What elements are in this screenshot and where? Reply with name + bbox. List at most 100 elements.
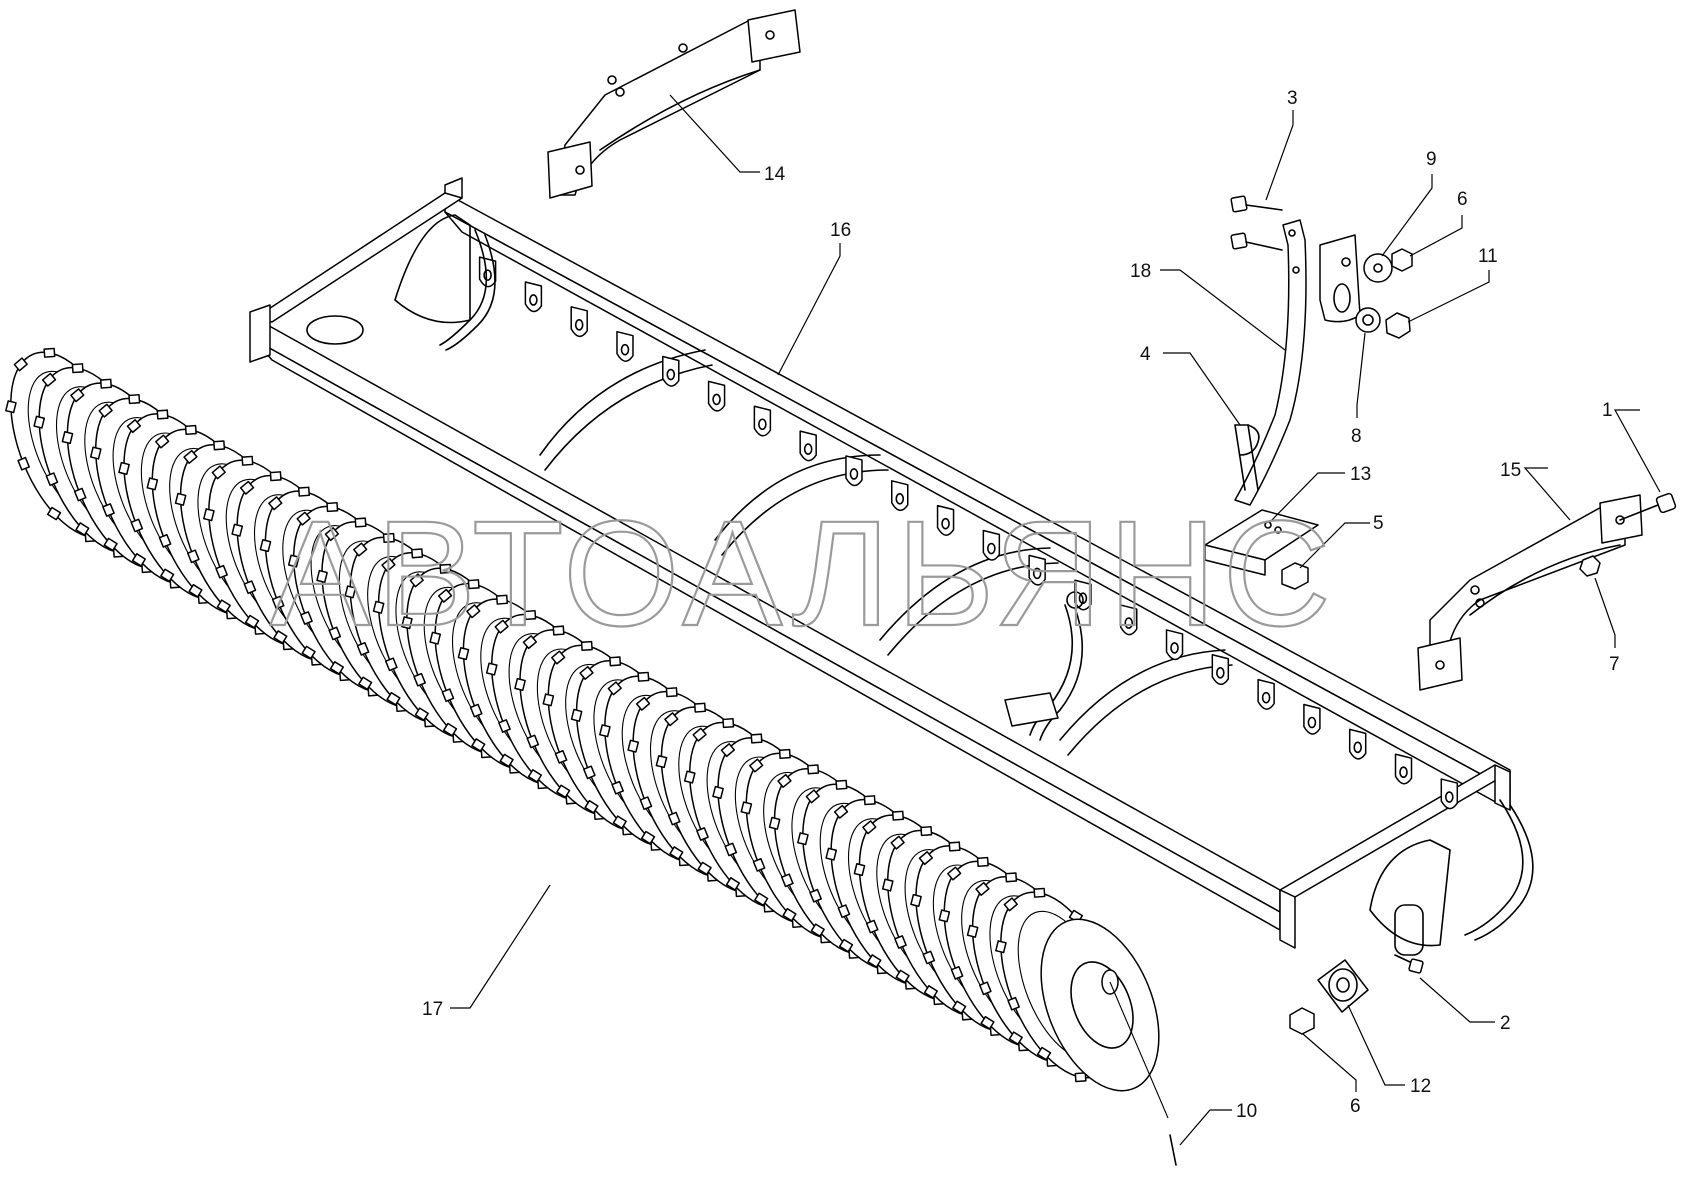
callout-10: 10	[1236, 1101, 1257, 1122]
callout-8: 8	[1351, 426, 1362, 447]
left-end-cap	[249, 304, 271, 363]
roller-tooth	[527, 769, 543, 783]
leader-15	[1523, 467, 1571, 521]
roller-tooth	[216, 599, 231, 613]
tine-bracket-hole	[1307, 716, 1317, 729]
roller-tooth	[353, 542, 368, 557]
roller-tooth	[244, 614, 260, 629]
roller-tooth	[754, 892, 769, 907]
roller-tooth	[5, 400, 17, 414]
bracket-15-hole	[1435, 660, 1445, 670]
leader-6a	[1409, 215, 1463, 257]
tine-bracket-row	[478, 256, 1459, 810]
callout-18: 18	[1130, 261, 1151, 282]
bracket-15-left-clamp	[1417, 637, 1463, 691]
leader-10	[1179, 1109, 1232, 1146]
roller-tooth	[466, 604, 481, 619]
roller-tooth	[838, 938, 854, 953]
mounting-bracket-14	[547, 9, 801, 199]
frame-brace	[879, 547, 1051, 641]
roller-tooth	[439, 563, 452, 574]
bolt-2-shank	[1394, 954, 1411, 963]
bracket-15-hole	[1470, 585, 1480, 595]
roller-tooth	[570, 708, 583, 722]
roller-tooth	[778, 748, 791, 760]
roller-tooth	[89, 446, 102, 460]
u-bolt-4-leg	[1234, 424, 1246, 491]
left-cross-beam	[254, 192, 463, 323]
roller-tooth	[467, 579, 480, 590]
roller-tooth	[551, 650, 566, 665]
roller-tooth	[833, 804, 849, 819]
roller-tooth	[611, 780, 624, 795]
roller-tooth	[664, 712, 679, 727]
tine-bracket-hole	[1444, 791, 1454, 803]
roller-tooth	[381, 557, 396, 572]
tine-bracket-hole	[574, 319, 584, 331]
tine-bracket-hole	[712, 393, 721, 406]
roller-tooth	[126, 419, 142, 434]
callout-5: 5	[1373, 513, 1384, 534]
roller-tooth	[70, 388, 85, 403]
tine-bracket-hole	[1216, 666, 1225, 679]
tine-bracket	[1440, 778, 1459, 810]
roller-tooth	[918, 851, 934, 866]
tine-bracket	[1119, 604, 1138, 636]
nut-6	[1391, 248, 1413, 272]
roller-tooth	[768, 816, 781, 830]
roller-tooth	[724, 842, 738, 857]
roller-tooth	[73, 487, 87, 502]
roller-tooth	[495, 594, 508, 605]
leader-6b	[1302, 1033, 1357, 1092]
roller-tooth	[411, 548, 424, 559]
roller-tooth	[213, 440, 226, 451]
roller-tooth	[301, 645, 316, 660]
roller-tooth	[300, 611, 313, 625]
tine-bracket-hole	[620, 343, 630, 356]
roller-tooth	[865, 919, 879, 934]
leader-11	[1407, 270, 1490, 323]
roller-tooth	[1036, 1046, 1052, 1061]
roller-tooth	[749, 758, 764, 773]
roller-tooth	[938, 909, 951, 923]
roller-tooth	[862, 820, 877, 835]
roller-tooth	[328, 626, 342, 641]
roller-tooth	[542, 693, 555, 707]
roller-tooth	[297, 486, 310, 497]
roller-tooth	[457, 647, 470, 661]
right-rear-cap	[1494, 764, 1511, 811]
roller-tooth	[522, 635, 538, 650]
leader-1	[1613, 409, 1661, 493]
roller-tooth	[356, 641, 370, 656]
roller-tooth	[752, 857, 766, 872]
roller-tooth	[725, 877, 741, 891]
frame-assembly	[249, 177, 1534, 956]
roller-tooth	[554, 749, 568, 764]
bracket-14-hole	[678, 43, 688, 53]
roller-tooth	[514, 677, 526, 692]
tine-bracket	[662, 355, 680, 387]
callout-16: 16	[830, 220, 851, 241]
roller-tooth	[696, 827, 709, 841]
roller-tooth	[890, 835, 905, 850]
leader-4	[1163, 352, 1241, 426]
tine-bracket-hole	[987, 542, 996, 555]
right-slot	[1394, 904, 1424, 956]
roller-tooth	[158, 533, 172, 548]
roller-tooth	[184, 424, 197, 436]
tine-bracket-hole	[1170, 642, 1179, 654]
right-side-plate	[1369, 839, 1451, 947]
tine-bracket	[891, 480, 909, 512]
roller-tooth	[13, 357, 28, 372]
bracket-14-hole	[765, 30, 775, 40]
right-spring-tine-edge	[1474, 804, 1534, 941]
washer-8	[1355, 307, 1381, 333]
tine-bracket-hole	[803, 443, 813, 455]
left-spring-tine	[439, 229, 488, 346]
roller-tooth	[296, 511, 311, 526]
roller-tooth	[174, 492, 187, 506]
middle-spring-tine-edge	[1039, 607, 1084, 741]
roller-tooth	[607, 681, 622, 696]
roller-tooth	[976, 856, 989, 868]
leader-3	[1265, 110, 1294, 201]
